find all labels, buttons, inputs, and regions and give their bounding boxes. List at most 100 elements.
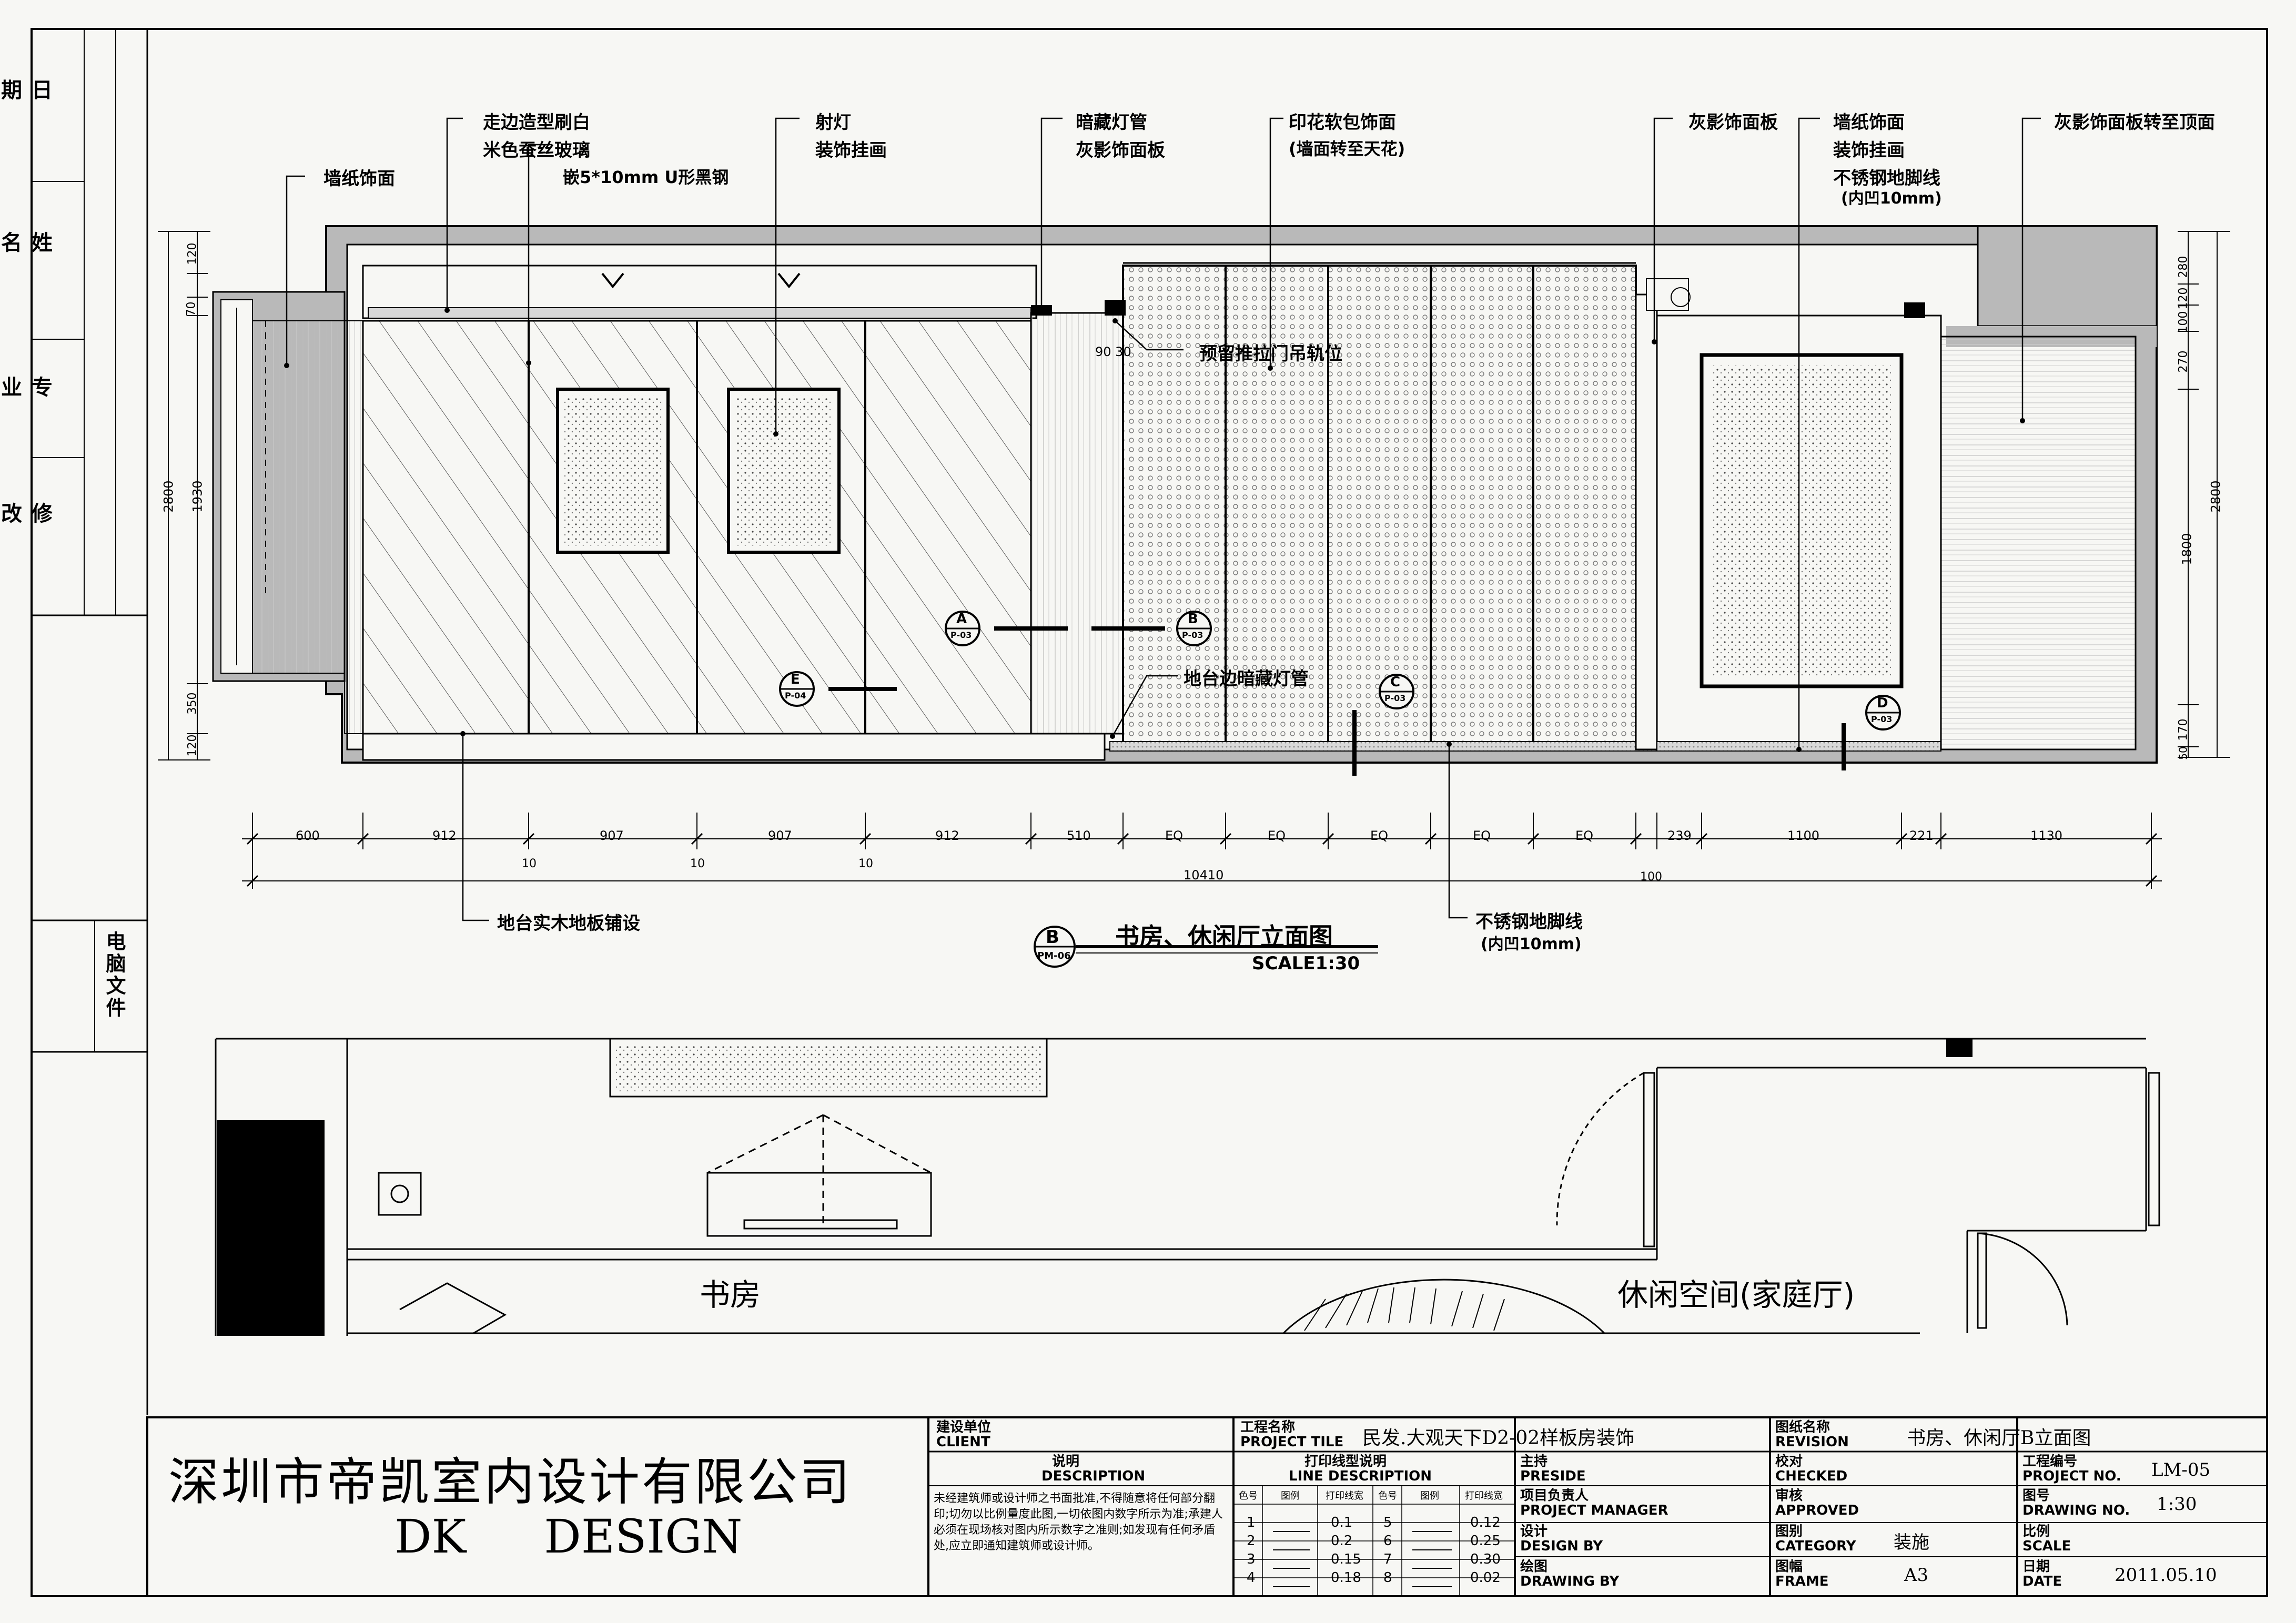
section-marker-d-ref: P-03: [1871, 714, 1893, 724]
dim-right-270: 270: [2177, 350, 2190, 373]
line-row-1-width2: 0.12: [1470, 1515, 1501, 1530]
frame-value: A3: [1904, 1565, 1929, 1586]
project-label-cn: 工程名称: [1240, 1419, 1296, 1435]
dim-1130: 1130: [2030, 828, 2063, 843]
title-marker-ref: PM-06: [1037, 950, 1071, 961]
rev-discipline-label: 专 业: [0, 376, 52, 429]
design-label-en: DESIGN BY: [1520, 1538, 1603, 1554]
callout-hanging-art: 装饰挂画: [815, 140, 887, 161]
line-row-3-width2: 0.30: [1470, 1551, 1501, 1567]
approved-label-cn: 审核: [1775, 1488, 1803, 1504]
line-row-2-color2: 6: [1383, 1533, 1392, 1549]
line-row-1-color: 1: [1247, 1515, 1256, 1530]
line-row-1-color2: 5: [1383, 1515, 1392, 1530]
callout-steel-skirting: 不锈钢地脚线: [1475, 911, 1583, 932]
line-header-legend-2: 图例: [1420, 1490, 1439, 1502]
date-label-cn: 日期: [2022, 1559, 2050, 1575]
section-marker-a-letter: A: [956, 611, 967, 627]
dim-907-b: 907: [768, 828, 792, 843]
dim-gap-10-a: 10: [522, 857, 537, 870]
line-row-2-width: 0.2: [1331, 1533, 1353, 1549]
frame-label-cn: 图幅: [1775, 1559, 1803, 1575]
dim-right-100: 100: [2177, 311, 2190, 333]
date-value: 2011.05.10: [2115, 1565, 2217, 1586]
line-row-4-width: 0.18: [1331, 1570, 1361, 1586]
dim-eq-3: EQ: [1370, 828, 1389, 843]
dim-left-2800: 2800: [161, 480, 176, 513]
callout-wood-floor: 地台实木地板铺设: [497, 913, 640, 934]
drawing-name-label-en: REVISION: [1775, 1434, 1849, 1450]
category-label-en: CATEGORY: [1775, 1538, 1856, 1554]
callout-steel-skirting-recess: (内凹10mm): [1481, 935, 1582, 953]
dim-gap-10-b: 10: [690, 857, 705, 870]
elevation-scale: SCALE1:30: [1252, 953, 1360, 974]
line-header-color-2: 色号: [1378, 1490, 1397, 1502]
section-marker-d-letter: D: [1877, 695, 1888, 711]
desc-label-en: DESCRIPTION: [1041, 1468, 1146, 1484]
date-label-en: DATE: [2022, 1574, 2062, 1589]
callout-spotlight: 射灯: [815, 112, 851, 133]
design-label-cn: 设计: [1520, 1524, 1548, 1539]
project-name: 民发.大观天下D2-02样板房装饰: [1362, 1427, 1635, 1449]
dim-right-280: 280: [2177, 256, 2190, 278]
scale-label-cn: 比例: [2022, 1524, 2050, 1539]
callout-hanging-art-right: 装饰挂画: [1833, 140, 1905, 161]
project-no-label-cn: 工程编号: [2022, 1454, 2078, 1469]
callout-steel-skirting-right: 不锈钢地脚线: [1833, 168, 1940, 189]
preside-label-en: PRESIDE: [1520, 1468, 1586, 1484]
section-marker-b-ref: P-03: [1182, 630, 1203, 640]
project-no-label-en: PROJECT NO.: [2022, 1468, 2121, 1484]
dim-907-a: 907: [600, 828, 624, 843]
computer-file-label: 电脑文件: [103, 931, 126, 1019]
callout-wallpaper-right: 墙纸饰面: [1833, 112, 1905, 133]
section-marker-b-letter: B: [1188, 611, 1198, 627]
dim-eq-1: EQ: [1165, 828, 1184, 843]
elevation-title: 书房、休闲厅立面图: [1115, 922, 1333, 951]
pm-label-en: PROJECT MANAGER: [1520, 1503, 1668, 1518]
line-row-3-width: 0.15: [1331, 1551, 1361, 1567]
project-label-en: PROJECT TILE: [1240, 1434, 1344, 1450]
line-row-4-color2: 8: [1383, 1570, 1392, 1586]
drawing-no-value: 1:30: [2157, 1494, 2197, 1515]
dim-239: 239: [1667, 828, 1692, 843]
frame-label-en: FRAME: [1775, 1574, 1829, 1589]
dim-right-2800: 2800: [2208, 480, 2223, 513]
dim-right-50: 50: [2177, 746, 2190, 760]
line-row-2-color: 2: [1247, 1533, 1256, 1549]
line-header-width-1: 打印线宽: [1326, 1490, 1363, 1502]
dim-right-170: 170: [2177, 718, 2190, 741]
callout-sliding-track: 预留推拉门吊轨位: [1199, 343, 1342, 364]
dim-gap-90-30: 90 30: [1095, 344, 1131, 359]
scale-label-en: SCALE: [2022, 1538, 2071, 1554]
callout-steel-strip: 嵌5*10mm U形黑钢: [563, 167, 729, 187]
section-marker-e-ref: P-04: [785, 691, 806, 701]
drawing-by-label-cn: 绘图: [1520, 1559, 1548, 1575]
dim-600: 600: [296, 828, 320, 843]
approved-label-en: APPROVED: [1775, 1503, 1859, 1518]
drawing-no-label-cn: 图号: [2022, 1488, 2050, 1504]
category-value: 装施: [1894, 1532, 1929, 1553]
pm-label-cn: 项目负责人: [1520, 1488, 1589, 1504]
checked-label-cn: 校对: [1775, 1454, 1803, 1469]
callout-platform-light: 地台边暗藏灯管: [1184, 668, 1309, 689]
dim-gap-10-c: 10: [858, 857, 873, 870]
drawing-by-label-en: DRAWING BY: [1520, 1574, 1620, 1589]
dim-right-1800: 1800: [2179, 533, 2194, 565]
line-row-1-width: 0.1: [1331, 1515, 1353, 1530]
callout-printed-panel: 印花软包饰面: [1289, 112, 1396, 133]
dim-right-120: 120: [2177, 287, 2190, 310]
dim-left-1930: 1930: [190, 480, 205, 513]
line-header-width-2: 打印线宽: [1465, 1490, 1503, 1502]
section-marker-c-letter: C: [1390, 674, 1401, 690]
dim-left-350: 350: [186, 692, 199, 715]
plan-label-study: 书房: [700, 1277, 761, 1313]
line-header-color-1: 色号: [1239, 1490, 1258, 1502]
dim-eq-5: EQ: [1575, 828, 1594, 843]
company-name-en: DK DESIGN: [395, 1509, 743, 1564]
dim-912-b: 912: [935, 828, 959, 843]
callout-wallpaper-left: 墙纸饰面: [323, 168, 395, 189]
dim-221: 221: [1909, 828, 1934, 843]
callout-printed-panel-note: (墙面转至天花): [1289, 139, 1405, 159]
line-row-3-color2: 7: [1383, 1551, 1392, 1567]
